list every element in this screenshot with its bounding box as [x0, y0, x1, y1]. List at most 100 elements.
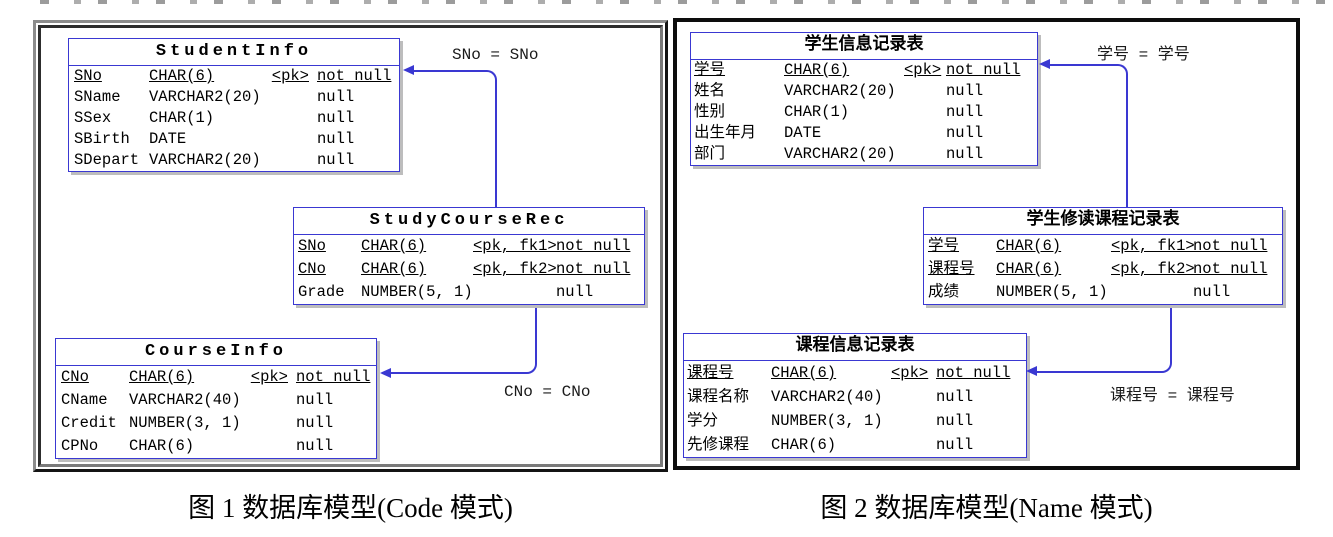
table-row: 性别 CHAR(1) null	[691, 102, 1037, 123]
column-key	[891, 385, 936, 409]
column-key: <pk, fk1>	[473, 237, 557, 255]
column-name: 成绩	[928, 283, 960, 301]
column-null: not null	[936, 364, 1011, 382]
column-key	[269, 108, 317, 129]
table-row: 课程号 CHAR(6) <pk> not null	[684, 361, 1026, 385]
table-title: 学生修读课程记录表	[924, 208, 1282, 235]
column-key	[269, 150, 317, 171]
column-type: DATE	[149, 130, 187, 148]
column-null: null	[317, 151, 355, 169]
table-row: 姓名 VARCHAR2(20) null	[691, 81, 1037, 102]
column-name: 学号	[928, 237, 960, 255]
column-null: null	[556, 283, 594, 301]
table-title: 课程信息记录表	[684, 334, 1026, 361]
arrowhead-kechenghao	[1026, 366, 1037, 376]
column-key	[249, 412, 296, 435]
column-type: VARCHAR2(20)	[149, 88, 261, 106]
relation-line-cno[interactable]	[390, 303, 537, 374]
column-key: <pk>	[904, 61, 942, 79]
relation-line-kechenghao[interactable]	[1036, 303, 1172, 373]
column-name: SName	[74, 88, 121, 106]
table-row: CNo CHAR(6) <pk, fk2> not null	[294, 258, 644, 281]
column-key	[249, 389, 296, 412]
column-type: NUMBER(5, 1)	[996, 283, 1108, 301]
table-course-info[interactable]: CourseInfo CNo CHAR(6) <pk> not null CNa…	[55, 338, 377, 459]
figure1-frame-inner	[38, 25, 663, 467]
column-name: 课程号	[928, 260, 975, 278]
column-null: null	[936, 436, 974, 454]
table-row: SNo CHAR(6) <pk> not null	[69, 66, 399, 87]
column-null: not null	[1193, 237, 1268, 255]
column-key: <pk, fk2>	[473, 260, 557, 278]
column-type: CHAR(6)	[129, 368, 195, 386]
column-name: SNo	[74, 67, 102, 85]
column-key	[904, 144, 946, 165]
column-key: <pk>	[891, 364, 929, 382]
column-name: 课程号	[687, 364, 734, 382]
table-row: 先修课程 CHAR(6) null	[684, 433, 1026, 457]
column-type: CHAR(6)	[771, 436, 837, 454]
table-row: 课程名称 VARCHAR2(40) null	[684, 385, 1026, 409]
column-key	[269, 87, 317, 108]
table-row: CNo CHAR(6) <pk> not null	[56, 366, 376, 389]
column-type: CHAR(6)	[361, 237, 427, 255]
column-key	[1111, 281, 1193, 304]
table-study-course-rec[interactable]: StudyCourseRec SNo CHAR(6) <pk, fk1> not…	[293, 207, 645, 305]
table-row: CName VARCHAR2(40) null	[56, 389, 376, 412]
column-type: CHAR(6)	[361, 260, 427, 278]
column-key	[269, 129, 317, 150]
column-type: DATE	[784, 124, 822, 142]
figure2-caption: 图 2 数据库模型(Name 模式)	[820, 493, 1153, 523]
column-type: VARCHAR2(20)	[784, 82, 896, 100]
column-null: null	[317, 88, 355, 106]
table-row: 学号 CHAR(6) <pk> not null	[691, 60, 1037, 81]
column-name: 部门	[694, 145, 726, 163]
column-type: VARCHAR2(20)	[784, 145, 896, 163]
column-name: 学号	[694, 61, 726, 79]
column-type: NUMBER(3, 1)	[771, 412, 883, 430]
relation-line-sno[interactable]	[412, 70, 497, 207]
column-key	[473, 281, 556, 304]
column-name: Grade	[298, 283, 345, 301]
table-row: SSex CHAR(1) null	[69, 108, 399, 129]
column-type: NUMBER(5, 1)	[361, 283, 473, 301]
column-null: null	[946, 124, 984, 142]
column-null: null	[936, 412, 974, 430]
column-null: not null	[296, 368, 371, 386]
column-type: CHAR(6)	[771, 364, 837, 382]
column-null: null	[296, 391, 334, 409]
column-type: VARCHAR2(40)	[771, 388, 883, 406]
figure1-caption: 图 1 数据库模型(Code 模式)	[188, 493, 513, 523]
column-type: NUMBER(3, 1)	[129, 414, 241, 432]
column-null: not null	[317, 67, 392, 85]
table-row: 成绩 NUMBER(5, 1) null	[924, 281, 1282, 304]
table-row: 课程号 CHAR(6) <pk, fk2> not null	[924, 258, 1282, 281]
column-type: CHAR(1)	[784, 103, 850, 121]
column-null: null	[946, 145, 984, 163]
column-null: null	[296, 414, 334, 432]
column-type: CHAR(6)	[129, 437, 195, 455]
column-name: Credit	[61, 414, 117, 432]
arrowhead-xuehao	[1039, 59, 1050, 69]
relation-line-xuehao[interactable]	[1048, 64, 1128, 207]
column-key	[249, 435, 296, 458]
column-key: <pk, fk1>	[1111, 237, 1195, 255]
column-name: SBirth	[74, 130, 130, 148]
column-null: null	[317, 130, 355, 148]
column-name: SDepart	[74, 151, 140, 169]
column-name: CNo	[298, 260, 326, 278]
table-course-info-cn[interactable]: 课程信息记录表 课程号 CHAR(6) <pk> not null 课程名称 V…	[683, 333, 1027, 458]
table-title: CourseInfo	[56, 339, 376, 366]
column-type: VARCHAR2(40)	[129, 391, 241, 409]
table-row: SName VARCHAR2(20) null	[69, 87, 399, 108]
table-student-info-cn[interactable]: 学生信息记录表 学号 CHAR(6) <pk> not null 姓名 VARC…	[690, 32, 1038, 166]
table-student-info[interactable]: StudentInfo SNo CHAR(6) <pk> not null SN…	[68, 38, 400, 172]
column-name: 课程名称	[687, 388, 750, 406]
table-study-course-rec-cn[interactable]: 学生修读课程记录表 学号 CHAR(6) <pk, fk1> not null …	[923, 207, 1283, 305]
table-row: SNo CHAR(6) <pk, fk1> not null	[294, 235, 644, 258]
table-row: SBirth DATE null	[69, 129, 399, 150]
column-name: 姓名	[694, 82, 726, 100]
column-name: 先修课程	[687, 436, 750, 454]
column-null: null	[317, 109, 355, 127]
